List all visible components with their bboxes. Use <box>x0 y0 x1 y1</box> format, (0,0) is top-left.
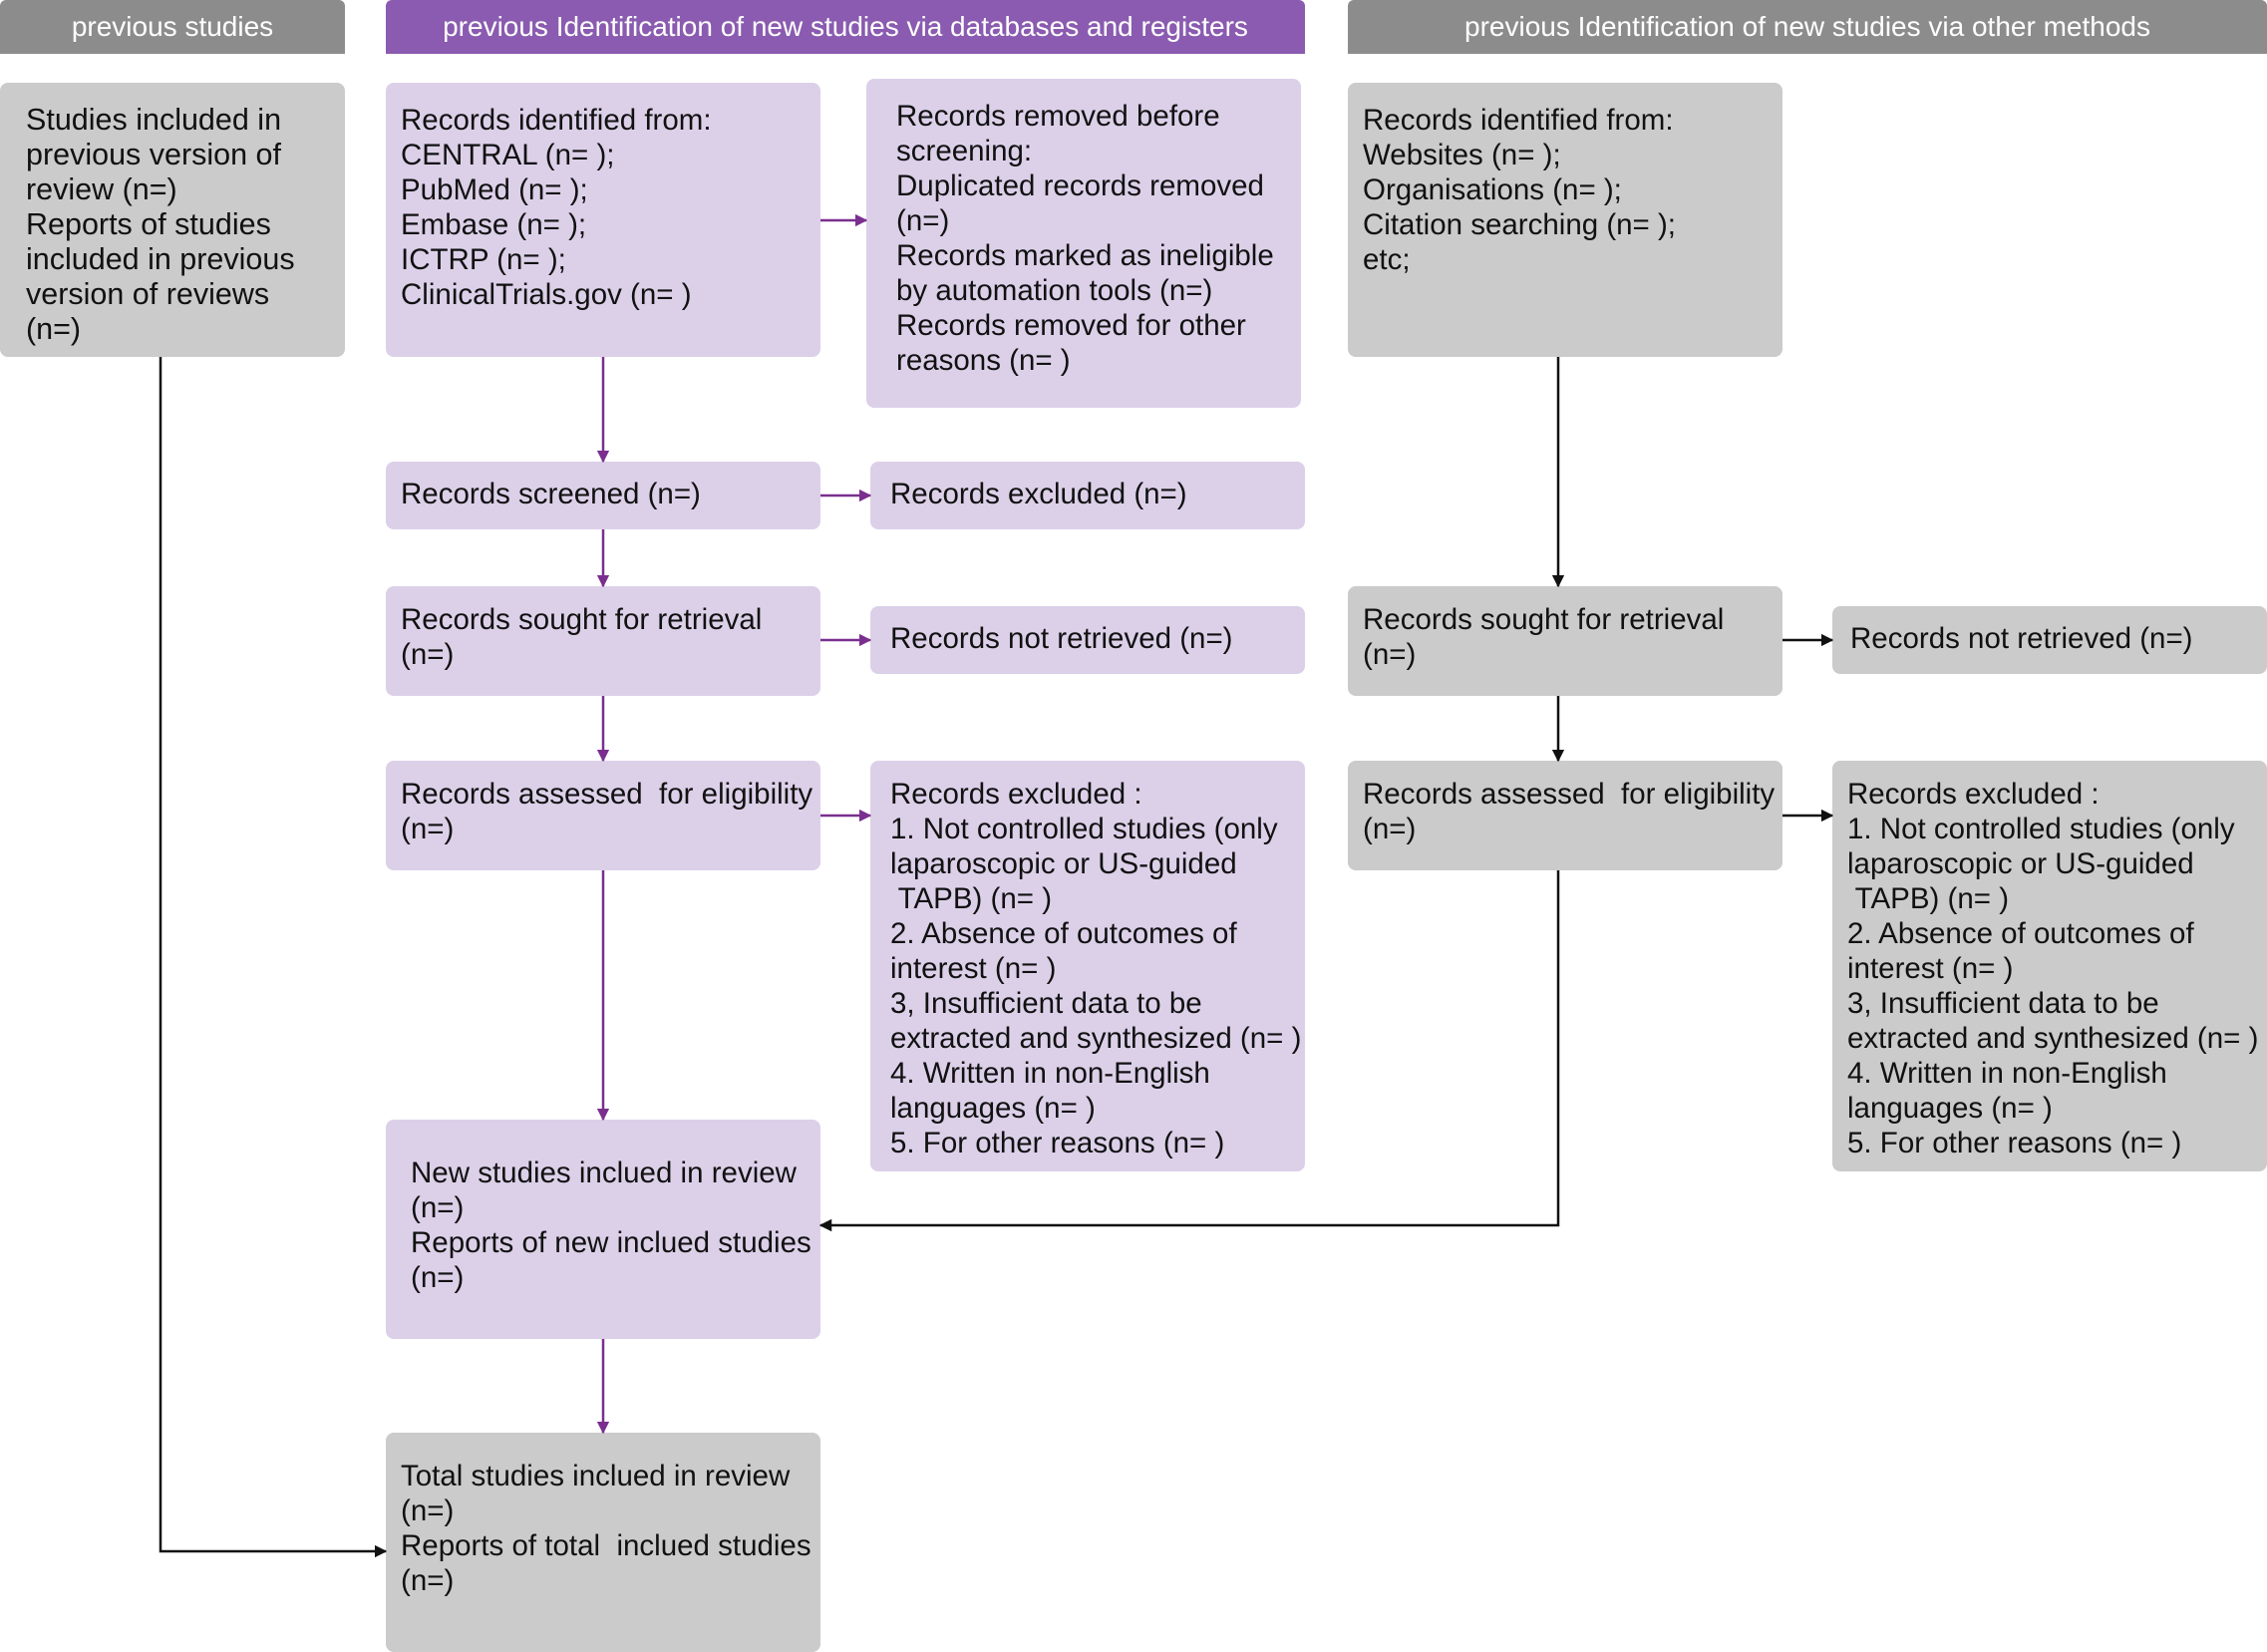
text-line: (n=) <box>401 638 455 671</box>
text-line: languages (n= ) <box>890 1092 1096 1125</box>
text-line: (n=) <box>401 813 455 845</box>
box-other-records-excluded-reasons: Records excluded :1. Not controlled stud… <box>1832 761 2267 1171</box>
text-line: ICTRP (n= ); <box>401 243 566 276</box>
text-line: 1. Not controlled studies (only <box>890 813 1278 845</box>
text-line: Records not retrieved (n=) <box>1850 622 2193 655</box>
text-line: reasons (n= ) <box>896 344 1071 377</box>
box-db-records-sought: Records sought for retrieval(n=) <box>386 586 820 696</box>
text-line: Duplicated records removed <box>896 169 1264 202</box>
text-line: Records marked as ineligible <box>896 239 1274 272</box>
text-line: 2. Absence of outcomes of <box>1847 917 2194 950</box>
text-line: (n=) <box>401 1564 455 1597</box>
text-line: Citation searching (n= ); <box>1363 208 1676 241</box>
text-line: 3, Insufficient data to be <box>890 987 1202 1020</box>
text-line: 1. Not controlled studies (only <box>1847 813 2235 845</box>
text-line: TAPB) (n= ) <box>890 882 1053 915</box>
text-line: (n=) <box>401 1494 455 1527</box>
header-databases-registers: previous Identification of new studies v… <box>386 0 1305 54</box>
text-line: (n=) <box>411 1261 465 1294</box>
text-line: Records identified from: <box>401 104 712 137</box>
text-line: laparoscopic or US-guided <box>1847 847 2194 880</box>
text-line: Embase (n= ); <box>401 208 587 241</box>
text-line: etc; <box>1363 243 1411 276</box>
text-line: Websites (n= ); <box>1363 139 1561 171</box>
text-line: extracted and synthesized (n= ) <box>1847 1022 2259 1055</box>
text-line: Records removed for other <box>896 309 1246 342</box>
box-db-records-not-retrieved: Records not retrieved (n=) <box>870 606 1305 674</box>
text-line: Organisations (n= ); <box>1363 173 1622 206</box>
box-other-records-sought: Records sought for retrieval(n=) <box>1348 586 1782 696</box>
text-line: Records excluded : <box>890 778 1142 811</box>
text-line: laparoscopic or US-guided <box>890 847 1237 880</box>
text-line: 4. Written in non-English <box>1847 1057 2167 1090</box>
text-line: Studies included in <box>26 103 282 137</box>
text-line: Records removed before <box>896 100 1220 133</box>
header-previous-studies: previous studies <box>0 0 345 54</box>
box-db-records-screened: Records screened (n=) <box>386 462 820 529</box>
text-line: PubMed (n= ); <box>401 173 588 206</box>
text-line: included in previous <box>26 242 295 276</box>
text-line: interest (n= ) <box>1847 952 2014 985</box>
box-other-records-identified: Records identified from:Websites (n= );O… <box>1348 83 1782 357</box>
text-line: Reports of studies <box>26 207 271 241</box>
text-line: Reports of total inclued studies <box>401 1529 811 1562</box>
text-line: Reports of new inclued studies <box>411 1226 811 1259</box>
text-line: Records not retrieved (n=) <box>890 622 1233 655</box>
box-db-records-excluded: Records excluded (n=) <box>870 462 1305 529</box>
text-line: (n=) <box>896 204 950 237</box>
text-line: Records sought for retrieval <box>1363 603 1725 636</box>
text-line: Records sought for retrieval <box>401 603 763 636</box>
text-line: 4. Written in non-English <box>890 1057 1210 1090</box>
text-line: by automation tools (n=) <box>896 274 1213 307</box>
text-line: (n=) <box>1363 813 1417 845</box>
header-other-methods: previous Identification of new studies v… <box>1348 0 2267 54</box>
text-line: Records identified from: <box>1363 104 1674 137</box>
text-line: Records screened (n=) <box>401 478 701 510</box>
text-line: TAPB) (n= ) <box>1847 882 2010 915</box>
text-line: (n=) <box>1363 638 1417 671</box>
text-line: CENTRAL (n= ); <box>401 139 615 171</box>
text-line: (n=) <box>26 312 82 346</box>
text-line: Total studies inclued in review <box>401 1460 791 1492</box>
box-other-records-not-retrieved: Records not retrieved (n=) <box>1832 606 2267 674</box>
text-line: ClinicalTrials.gov (n= ) <box>401 278 692 311</box>
text-line: Records assessed for eligibility <box>401 778 813 811</box>
text-line: 3, Insufficient data to be <box>1847 987 2159 1020</box>
text-line: 5. For other reasons (n= ) <box>1847 1127 2182 1159</box>
text-line: 5. For other reasons (n= ) <box>890 1127 1225 1159</box>
box-db-new-included: New studies inclued in review(n=)Reports… <box>386 1120 820 1339</box>
text-line: previous version of <box>26 138 281 171</box>
text-line: review (n=) <box>26 172 177 206</box>
box-other-records-assessed: Records assessed for eligibility(n=) <box>1348 761 1782 870</box>
text-line: 2. Absence of outcomes of <box>890 917 1237 950</box>
box-total-included: Total studies inclued in review(n=)Repor… <box>386 1433 820 1652</box>
text-line: (n=) <box>411 1191 465 1224</box>
text-line: screening: <box>896 135 1033 167</box>
text-line: interest (n= ) <box>890 952 1057 985</box>
text-line: Records excluded : <box>1847 778 2100 811</box>
box-db-records-assessed: Records assessed for eligibility(n=) <box>386 761 820 870</box>
text-line: Records assessed for eligibility <box>1363 778 1776 811</box>
text-line: New studies inclued in review <box>411 1156 797 1189</box>
box-db-records-excluded-reasons: Records excluded :1. Not controlled stud… <box>870 761 1305 1171</box>
arrow-previous-to-total <box>159 357 388 1558</box>
text-line: Records excluded (n=) <box>890 478 1187 510</box>
text-line: version of reviews <box>26 277 270 311</box>
box-db-records-identified: Records identified from:CENTRAL (n= );Pu… <box>386 83 820 357</box>
text-line: languages (n= ) <box>1847 1092 2053 1125</box>
text-line: extracted and synthesized (n= ) <box>890 1022 1302 1055</box>
